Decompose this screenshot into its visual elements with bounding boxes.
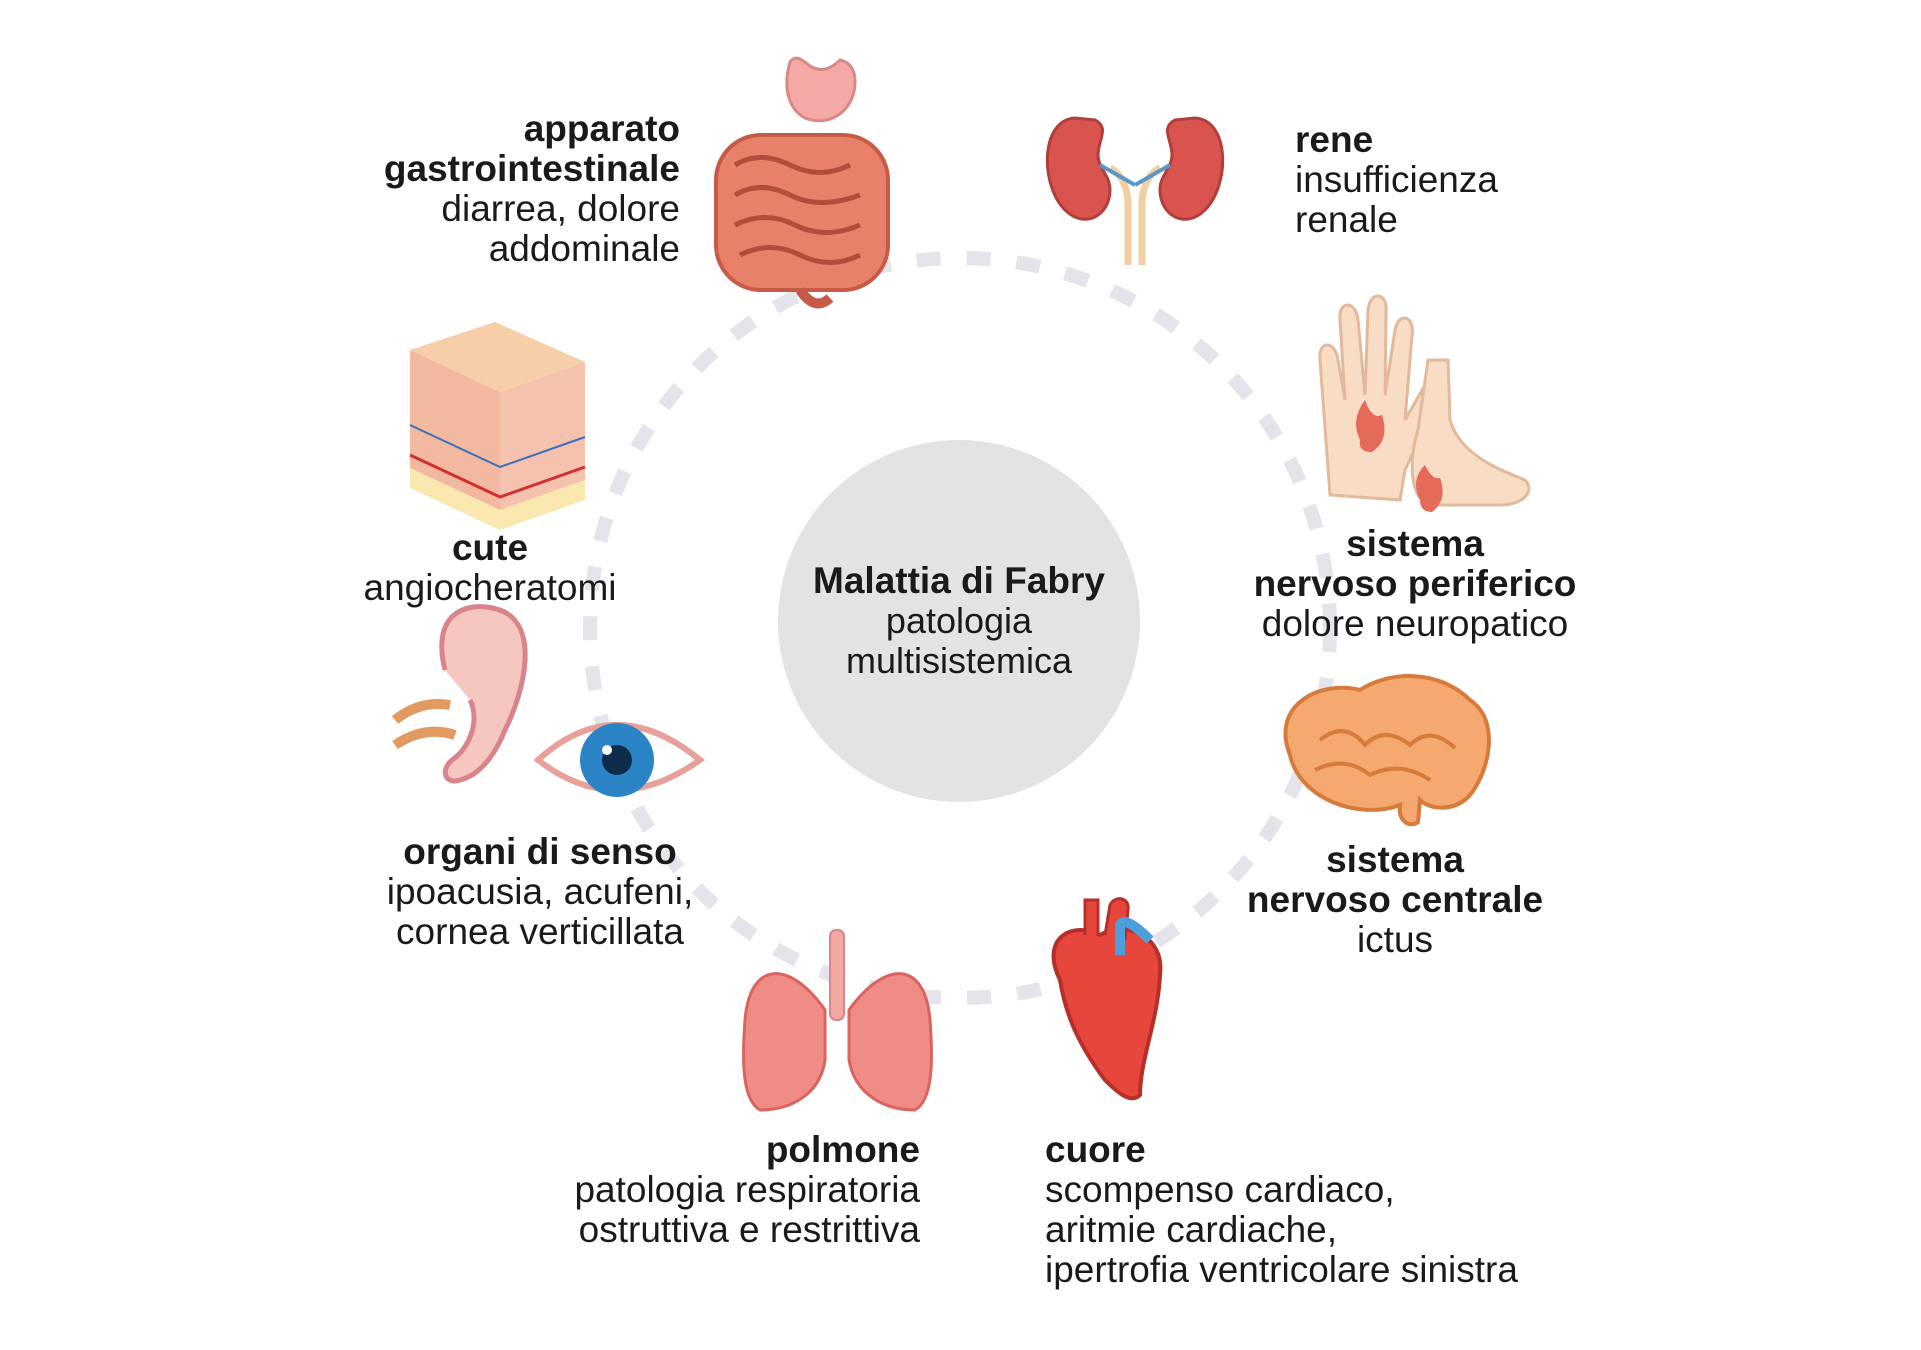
sensi-title: organi di senso — [403, 831, 677, 872]
label-cuore: cuore scompenso cardiaco, aritmie cardia… — [1045, 1130, 1565, 1290]
brain-icon — [1283, 674, 1491, 827]
center-line-1: patologia — [885, 600, 1033, 641]
cuore-desc-2: aritmie cardiache, — [1045, 1209, 1338, 1250]
snp-title-1: sistema — [1346, 523, 1484, 564]
snp-desc: dolore neuropatico — [1261, 603, 1569, 644]
intestine-icon — [714, 56, 890, 309]
snc-title-2: nervoso centrale — [1246, 879, 1544, 920]
hand-foot-pain-icon — [1318, 294, 1531, 512]
gastro-desc-1: diarrea, dolore — [441, 188, 680, 229]
rene-desc-2: renale — [1295, 199, 1398, 240]
center-circle: Malattia di Fabry patologia multisistemi… — [778, 440, 1140, 802]
lungs-icon — [742, 929, 933, 1112]
label-gastro: apparato gastrointestinale diarrea, dolo… — [310, 109, 680, 269]
snp-title-2: nervoso periferico — [1253, 563, 1577, 604]
label-cute: cute angiocheratomi — [320, 528, 660, 608]
sensi-desc-2: cornea verticillata — [396, 911, 684, 952]
rene-title: rene — [1295, 119, 1374, 160]
gastro-title-1: apparato — [523, 108, 680, 149]
center-line-2: multisistemica — [845, 640, 1073, 681]
cute-desc: angiocheratomi — [363, 567, 617, 608]
cute-title: cute — [451, 527, 529, 568]
cuore-desc-3: ipertrofia ventricolare sinistra — [1045, 1249, 1518, 1290]
skin-layers-icon — [409, 322, 586, 530]
dashed-ring — [583, 251, 1337, 1005]
label-snp: sistema nervoso periferico dolore neurop… — [1220, 524, 1610, 644]
label-snc: sistema nervoso centrale ictus — [1210, 840, 1580, 960]
kidneys-icon — [1045, 116, 1225, 265]
snc-desc: ictus — [1356, 919, 1434, 960]
center-title: Malattia di Fabry — [813, 560, 1105, 601]
polmone-desc-1: patologia respiratoria — [574, 1169, 920, 1210]
label-rene: rene insufficienza renale — [1295, 120, 1595, 240]
sensi-desc-1: ipoacusia, acufeni, — [386, 871, 694, 912]
cuore-title: cuore — [1045, 1129, 1146, 1170]
snc-title-1: sistema — [1326, 839, 1464, 880]
gastro-title-2: gastrointestinale — [383, 148, 680, 189]
label-polmone: polmone patologia respiratoria ostruttiv… — [520, 1130, 920, 1250]
heart-icon — [1051, 897, 1163, 1101]
polmone-title: polmone — [765, 1129, 920, 1170]
cuore-desc-1: scompenso cardiaco, — [1045, 1169, 1395, 1210]
rene-desc-1: insufficienza — [1295, 159, 1498, 200]
gastro-desc-2: addominale — [488, 228, 680, 269]
label-sensi: organi di senso ipoacusia, acufeni, corn… — [350, 832, 730, 952]
polmone-desc-2: ostruttiva e restrittiva — [578, 1209, 920, 1250]
ear-eye-icon — [391, 604, 705, 797]
